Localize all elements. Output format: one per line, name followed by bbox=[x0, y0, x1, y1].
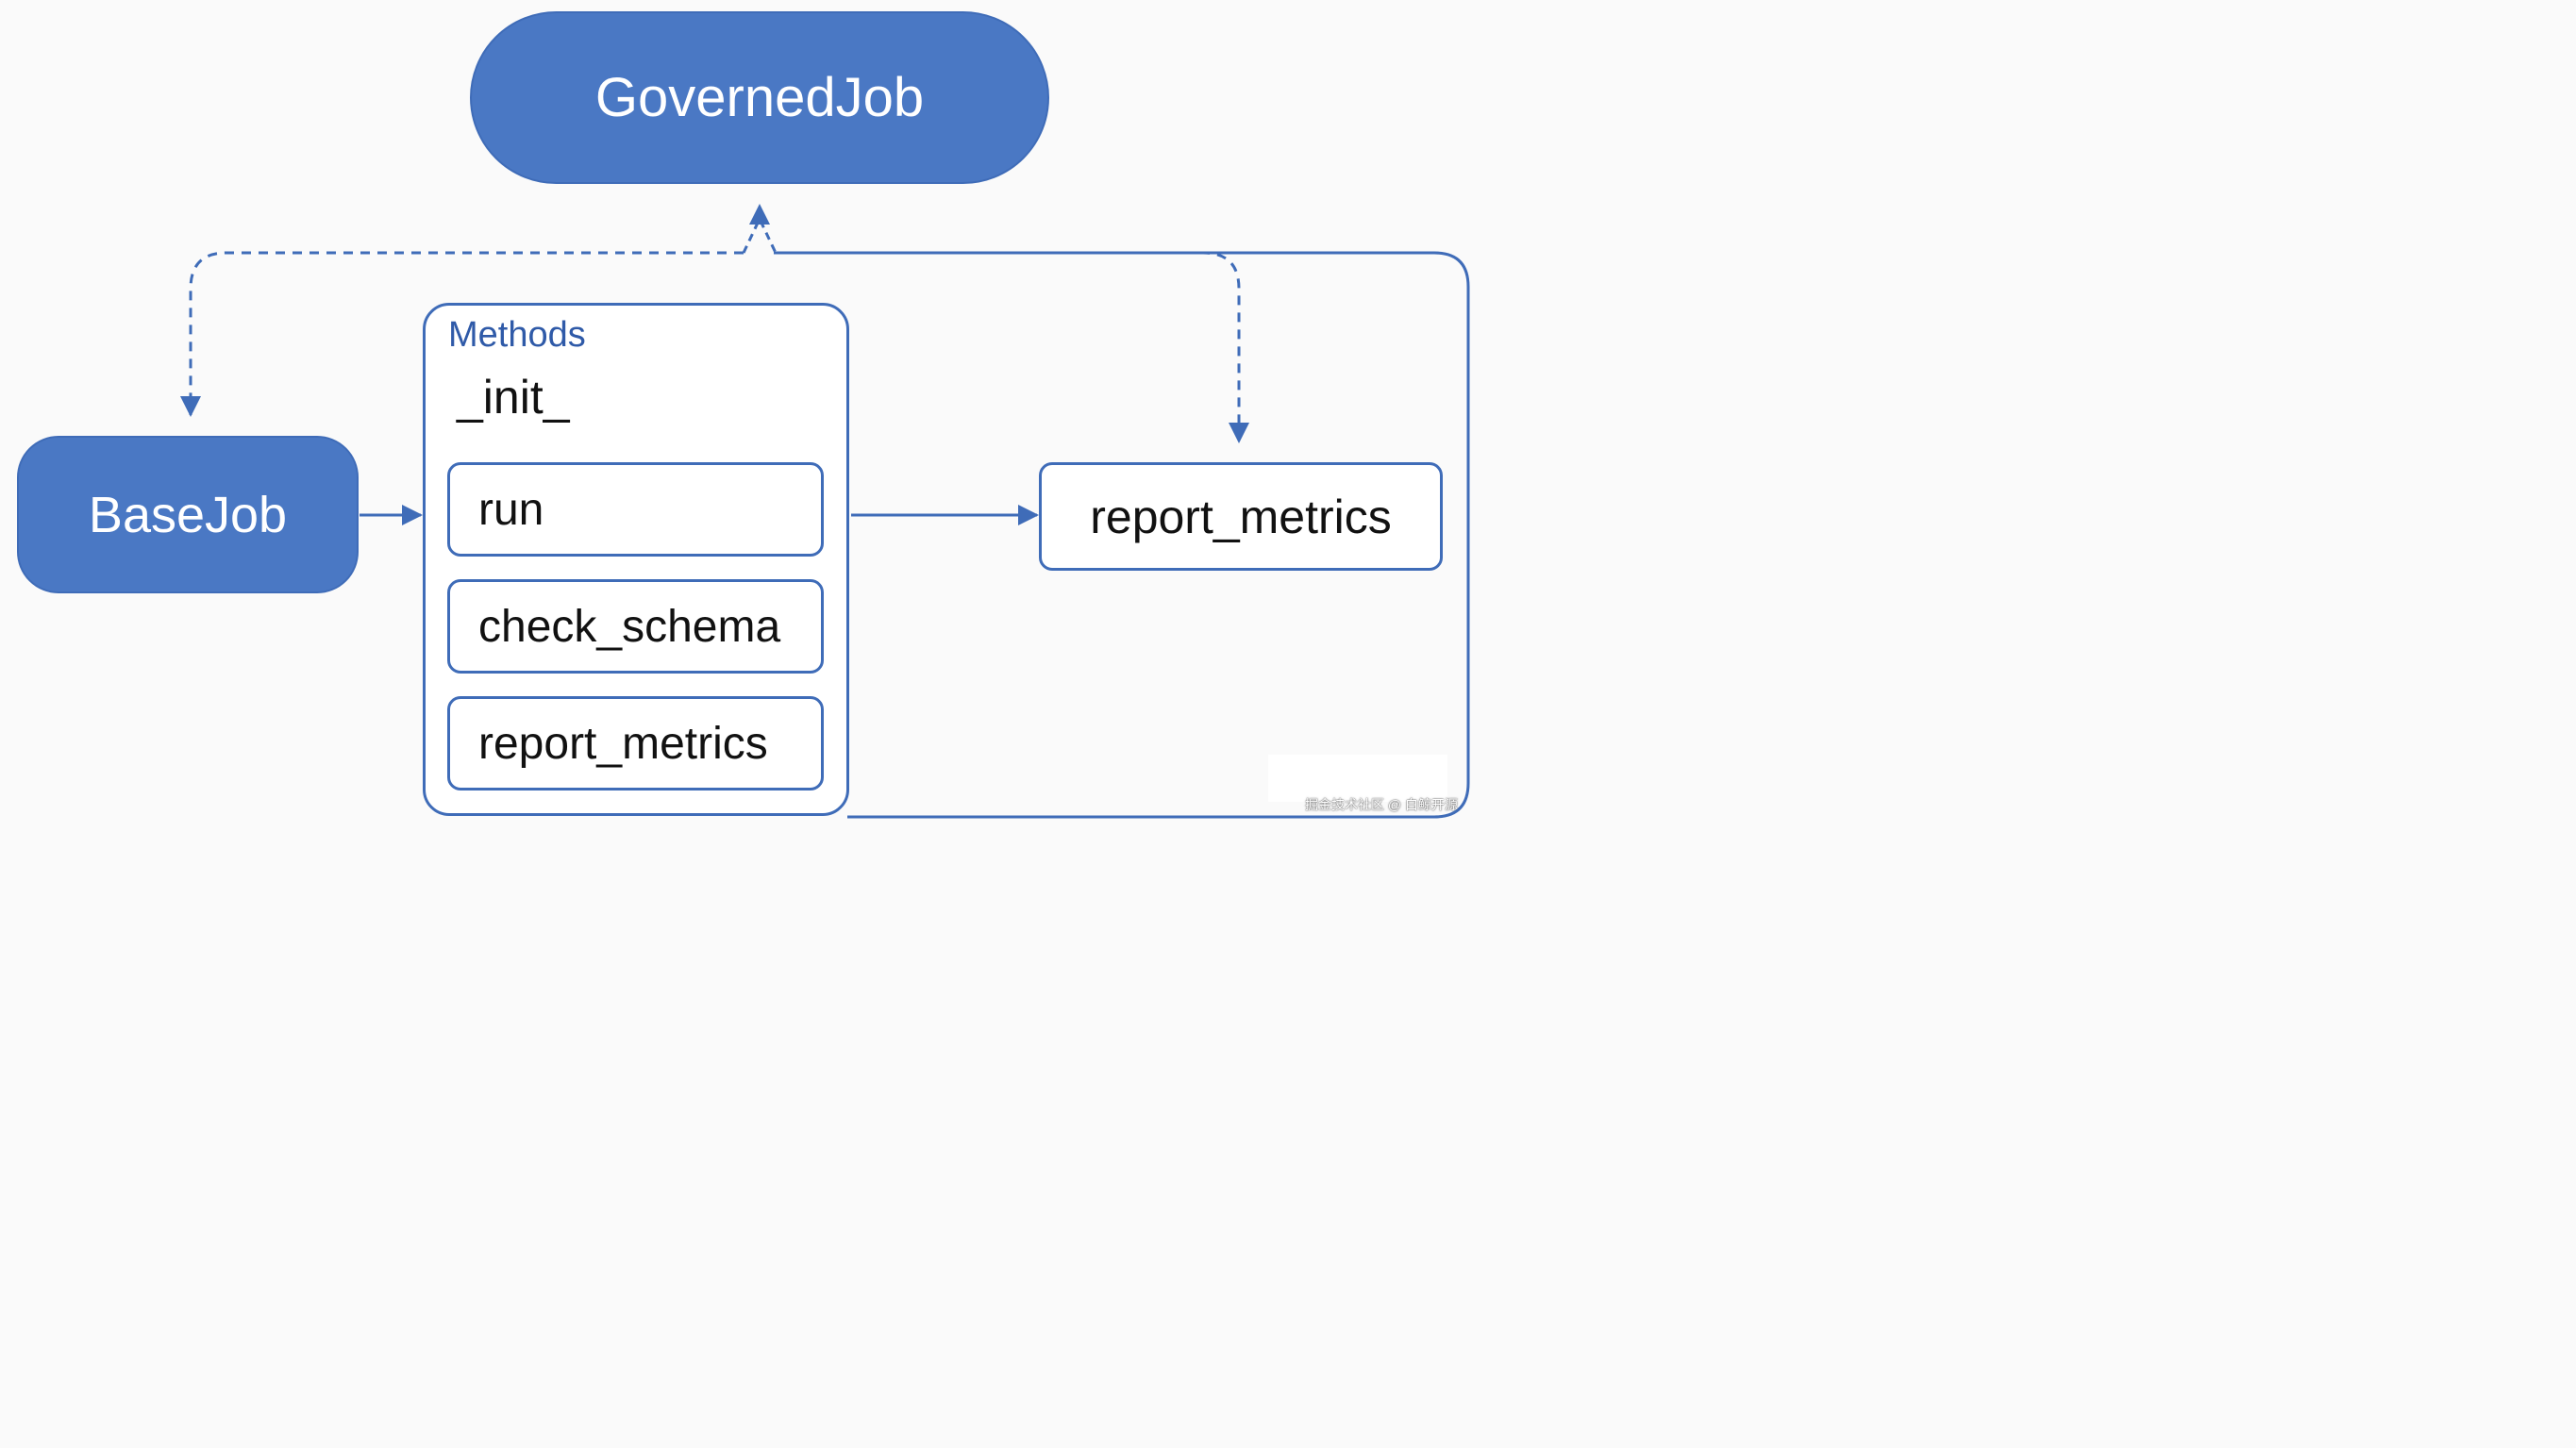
container-frame bbox=[774, 251, 1470, 819]
dashed-edge-left bbox=[180, 251, 744, 417]
dashed-edge-right bbox=[776, 251, 1249, 443]
method-report-metrics: report_metrics bbox=[447, 696, 824, 791]
methods-title: Methods bbox=[448, 315, 586, 355]
dashed-edge-up bbox=[744, 206, 776, 254]
governed-job-node: GovernedJob bbox=[470, 11, 1049, 184]
report-metrics-node: report_metrics bbox=[1039, 462, 1443, 571]
watermark-backdrop bbox=[1268, 755, 1447, 802]
watermark: 掘金技术社区 @ 白鲸开源 bbox=[1305, 797, 1458, 812]
method-check-schema: check_schema bbox=[447, 579, 824, 674]
method-run: run bbox=[447, 462, 824, 557]
base-job-node: BaseJob bbox=[17, 436, 359, 593]
connector-layer bbox=[180, 0, 1470, 819]
method-init: _init_ bbox=[457, 371, 570, 424]
